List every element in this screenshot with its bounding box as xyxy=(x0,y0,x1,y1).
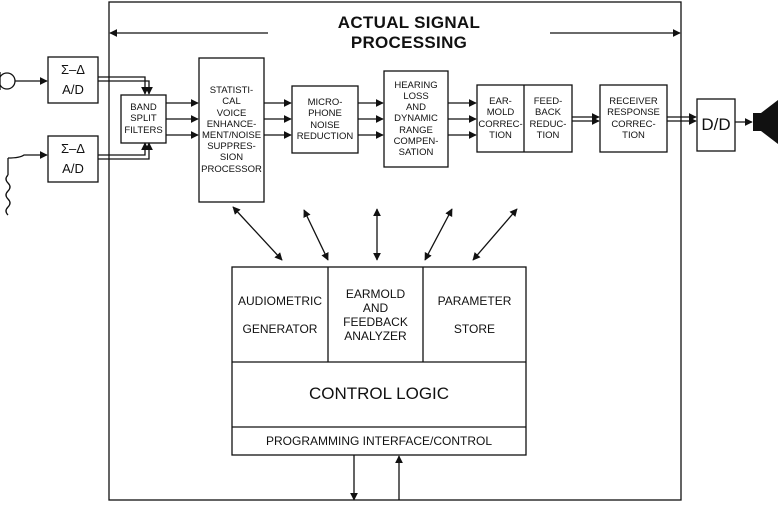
da-converter-block xyxy=(696,98,736,152)
earmold-correction-label: EAR- MOLD CORREC- TION xyxy=(478,96,523,141)
ad-to-bandsplit-lines xyxy=(98,76,153,160)
diagram-title: ACTUAL SIGNAL PROCESSING xyxy=(268,13,550,52)
ad-top-symbol: Σ–Δ xyxy=(61,62,85,78)
speaker-icon xyxy=(753,100,778,144)
programming-interface-label: PROGRAMMING INTERFACE/CONTROL xyxy=(265,433,492,448)
statistical-processor-label: STATISTI- CAL VOICE ENHANCE- MENT/NOISE … xyxy=(201,85,262,175)
ad-top-label: A/D xyxy=(62,82,84,98)
band-split-filters-label: BAND SPLIT FILTERS xyxy=(124,102,163,136)
ad-converter-top xyxy=(47,56,99,104)
control-logic-label: CONTROL LOGIC xyxy=(308,384,450,404)
ad-bottom-symbol: Σ–Δ xyxy=(61,141,85,157)
control-panel xyxy=(231,266,527,456)
microphone-icon xyxy=(0,72,48,90)
statistical-processor-block xyxy=(198,57,265,203)
parameter-store-label: PARAMETER STORE xyxy=(437,293,512,337)
bus-arrows xyxy=(166,99,753,139)
ad-bottom-label: A/D xyxy=(62,161,84,177)
audiometric-generator-label: AUDIOMETRIC GENERATOR xyxy=(238,293,322,337)
telecoil-icon xyxy=(5,151,48,216)
mic-noise-reduction-label: MICRO- PHONE NOISE REDUCTION xyxy=(296,97,354,142)
da-converter-label: D/D xyxy=(701,114,731,134)
control-arrows xyxy=(232,206,518,261)
receiver-correction-label: RECEIVER RESPONSE CORREC- TION xyxy=(607,96,660,141)
outer-frame xyxy=(108,1,682,501)
feedback-reduction-label: FEED- BACK REDUC- TION xyxy=(529,96,567,141)
earmold-feedback-analyzer-label: EARMOLD AND FEEDBACK ANALYZER xyxy=(343,286,408,344)
receiver-correction-block xyxy=(599,84,668,153)
hearing-loss-label: HEARING LOSS AND DYNAMIC RANGE COMPEN- S… xyxy=(393,79,439,158)
